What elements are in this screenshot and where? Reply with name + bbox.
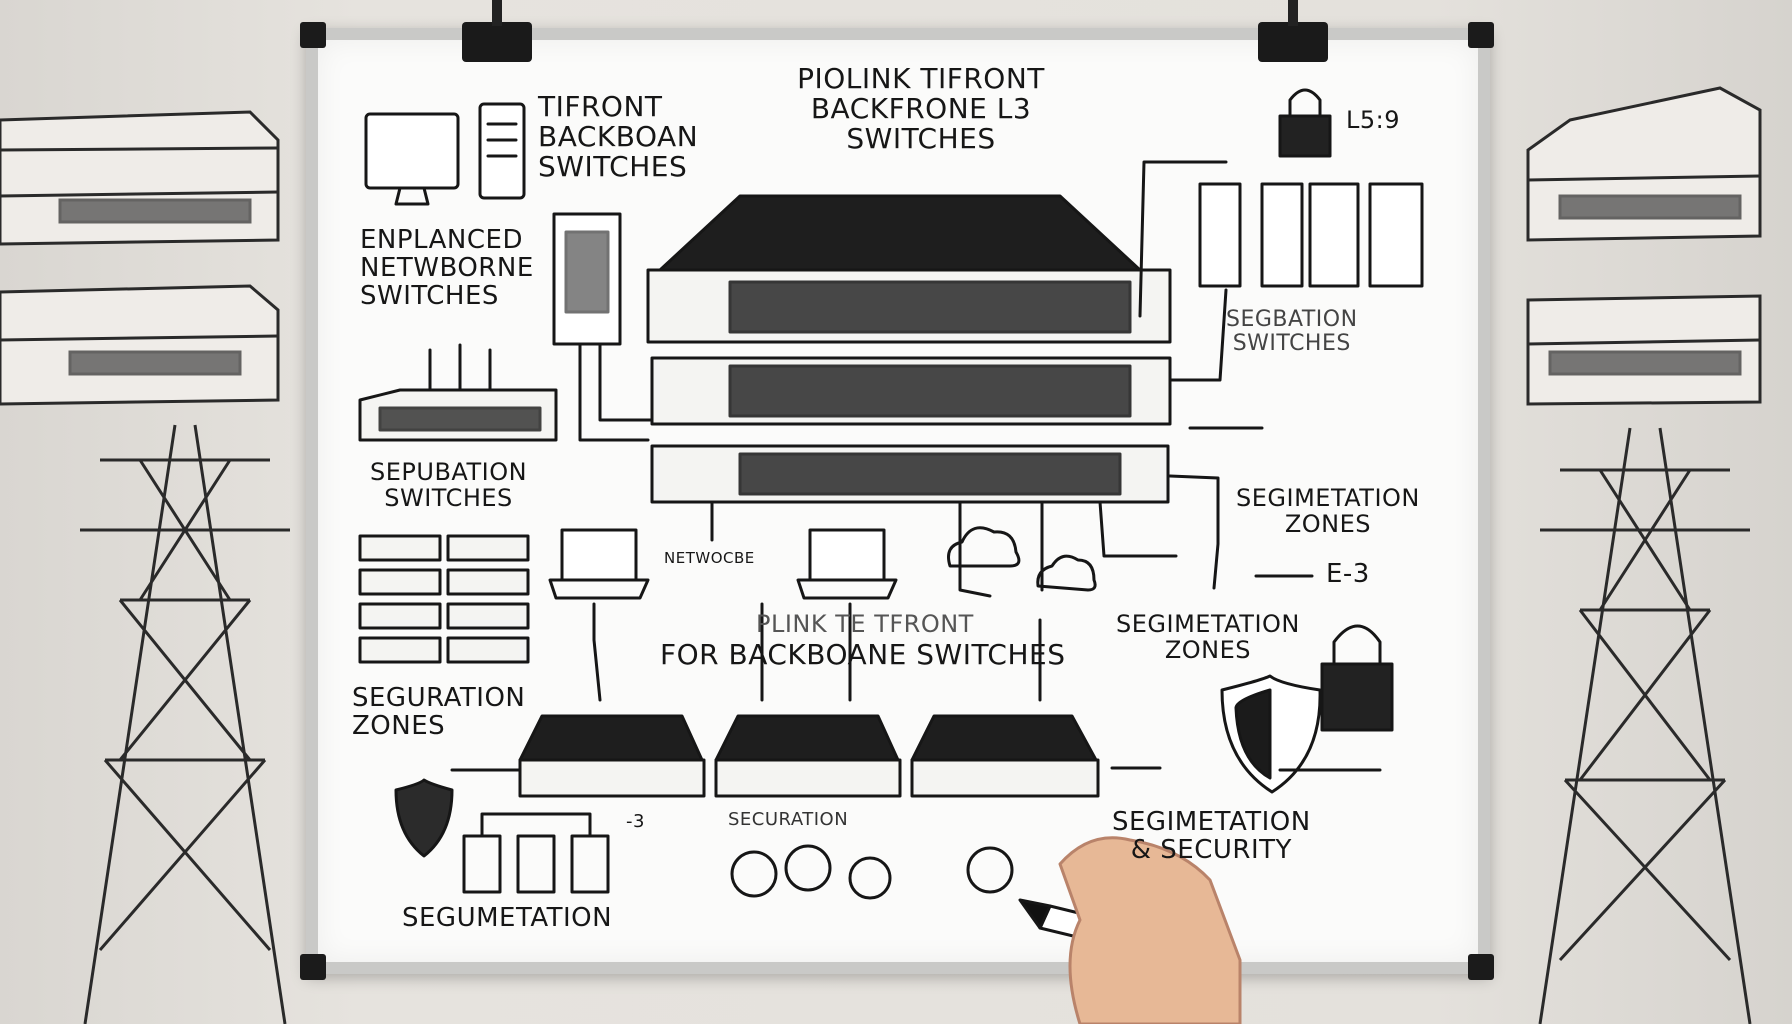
device-icon — [478, 102, 526, 200]
bottom-switch-2 — [714, 714, 902, 798]
laptop-icon-2 — [796, 528, 898, 600]
label-securation: SECURATION — [728, 809, 849, 830]
label-segimetation-zones-2: SEGIMETATION ZONES — [1116, 610, 1300, 664]
label-enplanced-switches: ENPLANCED NETWBORNE SWITCHES — [360, 225, 534, 312]
label-segimetation-zones-1: SEGIMETATION ZONES — [1236, 484, 1420, 538]
cloud-icon-2 — [1036, 554, 1097, 592]
server-tower-icon — [552, 212, 622, 346]
cloud-icon-1 — [947, 526, 1021, 568]
label-link-line1: PLINK TE TFRONT — [756, 610, 974, 638]
label-segimetation-security: SEGIMETATION & SECURITY — [1112, 807, 1311, 866]
bottom-switch-3 — [910, 714, 1100, 798]
label-seguration-zones: SEGURATION ZONES — [352, 683, 526, 742]
board-corner-tr — [1468, 22, 1494, 48]
wall-switch-left-1 — [0, 110, 280, 246]
board-clip-right — [1258, 0, 1328, 62]
label-lock-note: L5:9 — [1346, 106, 1400, 134]
wall-switch-left-2 — [0, 284, 280, 406]
shield-icon-large — [1220, 674, 1322, 794]
label-side-note: E-3 — [1326, 559, 1370, 589]
marker-pen-icon — [1018, 836, 1242, 1024]
server-rack-left — [358, 534, 530, 664]
power-pylon-icon-right — [1538, 427, 1752, 1024]
label-sepubation-switches: SEPUBATION SWITCHES — [370, 458, 528, 512]
board-corner-br — [1468, 954, 1494, 980]
wall-switch-right-2 — [1526, 294, 1762, 406]
tablet-icons — [462, 812, 610, 894]
label-tifront-backboan: TIFRONT BACKBOAN SWITCHES — [538, 90, 699, 184]
board-corner-tl — [300, 22, 326, 48]
label-segbation-switches: SEGBATION SWITCHES — [1226, 307, 1358, 356]
label-link-line2: FOR BACKBOANE SWITCHES — [660, 638, 1066, 671]
core-switch-stack — [646, 194, 1172, 504]
padlock-icon-top — [1278, 88, 1332, 158]
bottom-switch-1 — [518, 714, 706, 798]
shield-icon-small — [394, 778, 454, 858]
wall-switch-right-1 — [1526, 86, 1762, 242]
laptop-icon-1 — [548, 528, 650, 600]
access-switch-left — [358, 343, 558, 442]
padlock-icon-mid — [1320, 624, 1394, 732]
board-corner-bl — [300, 954, 326, 980]
label-lower-note: -3 — [626, 811, 645, 832]
monitor-icon — [364, 112, 460, 206]
gauge-icons — [730, 844, 1014, 900]
diagram-title: PIOLINK TIFRONT BACKFRONE L3 SWITCHES — [797, 62, 1045, 156]
server-units-right — [1198, 182, 1424, 288]
label-netwocbe: NETWOCBE — [664, 549, 755, 567]
board-clip-left — [462, 0, 532, 62]
power-pylon-icon-left — [80, 424, 290, 1024]
connection-lines — [450, 160, 1382, 772]
label-segumetation: SEGUMETATION — [402, 903, 613, 933]
